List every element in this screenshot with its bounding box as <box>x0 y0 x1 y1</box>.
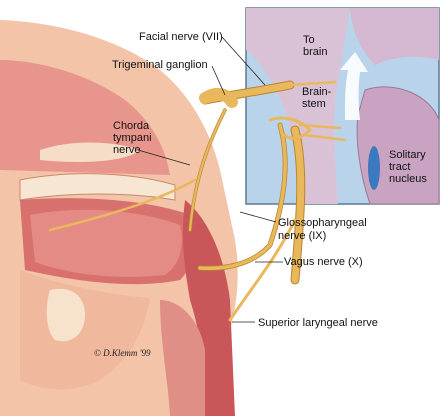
nerve-loop <box>268 116 313 140</box>
chorda-tympani-label-line3: nerve <box>113 144 141 156</box>
leader-glosso <box>239 211 277 223</box>
leader-facial <box>221 36 266 86</box>
lingual-branch <box>48 178 197 232</box>
mandible-bone <box>46 288 85 342</box>
larynx <box>160 300 205 416</box>
brain-upper-fold <box>350 8 439 65</box>
cerebellum <box>356 86 440 205</box>
brainstem-label-line2: stem <box>302 98 326 110</box>
glossopharyngeal-label-line1: Glossopharyngeal <box>278 217 367 229</box>
to-brain-label-line1: To <box>303 34 315 46</box>
solitary-tract-label-line3: nucleus <box>389 173 427 185</box>
nasal-cavity <box>0 60 170 175</box>
pharynx <box>182 200 235 416</box>
trigeminal-ganglion-label: Trigeminal ganglion <box>112 59 208 71</box>
chorda-tympani-path-inner <box>188 108 227 232</box>
chorda-tympani-label-line1: Chorda <box>113 120 150 132</box>
chorda-tympani-label-line2: tympani <box>113 132 152 144</box>
vagus-path-inner <box>291 126 305 284</box>
brain-tissue <box>246 8 350 204</box>
superior-laryngeal-path <box>228 218 297 322</box>
leader-lines <box>137 36 283 323</box>
solitary-tract-label-line2: tract <box>389 161 411 173</box>
superior-laryngeal-label: Superior laryngeal nerve <box>258 317 378 329</box>
to-brain-arrow <box>340 52 368 120</box>
facial-nerve-label: Facial nerve (VII) <box>139 31 223 43</box>
root-fibers <box>288 80 347 142</box>
illustrator-credit: © D.Klemm '99 <box>94 348 151 358</box>
glossopharyngeal-path-inner <box>198 123 287 271</box>
vagus-nerve-label: Vagus nerve (X) <box>284 256 363 268</box>
nasal-turbinate <box>40 142 140 162</box>
glossopharyngeal-label-line2: nerve (IX) <box>278 230 327 242</box>
to-brain-label-line2: brain <box>303 46 328 58</box>
brainstem-label-line1: Brain- <box>302 86 332 98</box>
leader-trigeminal <box>211 65 226 96</box>
solitary-tract-label-line1: Solitary <box>389 149 426 161</box>
palate <box>19 173 176 201</box>
trigeminal-ganglion-shape <box>199 87 238 108</box>
leader-chorda <box>137 149 191 166</box>
tongue <box>30 209 182 277</box>
solitary-tract-nucleus-shape <box>368 146 380 190</box>
nerve-bundle <box>48 80 347 322</box>
